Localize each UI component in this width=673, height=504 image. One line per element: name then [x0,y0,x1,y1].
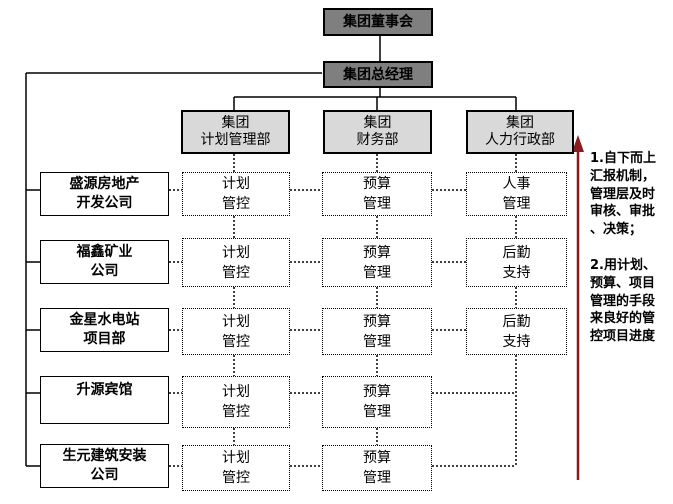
subsidiary-label-line1: 盛源房地产 [69,176,140,192]
cell-line1: 计划 [222,244,250,261]
board-box: 集团董事会 [323,8,433,36]
cell-line2: 管控 [222,333,250,350]
dept-label-line1: 集团 [506,115,534,131]
hr-cell: 后勤 支持 [466,238,567,287]
plan-cell: 计划 管控 [182,308,290,355]
cell-line1: 计划 [222,384,250,400]
cell-line2: 管理 [363,470,391,486]
cell-line1: 预算 [363,384,391,400]
dept-finance-box: 集团 财务部 [323,110,432,154]
dept-label-line2: 人力行政部 [485,132,555,148]
hr-cell: 后勤 支持 [466,308,567,355]
dept-label-line2: 计划管理部 [200,132,271,148]
cell-line2: 管理 [363,196,391,212]
cell-line1: 后勤 [502,313,531,330]
general-manager-label: 集团总经理 [343,66,413,83]
subsidiary-label-line1: 生元建筑安装 [62,448,147,464]
note2-line: 控项目进度 [590,329,656,345]
cell-line1: 预算 [363,450,391,466]
dept-label-line1: 集团 [363,115,392,131]
finance-cell: 预算 管理 [322,445,432,491]
cell-line2: 管控 [222,470,250,486]
plan-cell: 计划 管控 [182,172,290,216]
finance-cell: 预算 管理 [322,172,432,216]
cell-line1: 预算 [363,244,391,261]
subsidiary-label-line2: 公司 [90,263,119,279]
cell-line1: 预算 [363,176,391,192]
subsidiary-label-line2: 公司 [90,467,119,483]
cell-line2: 管理 [363,333,391,350]
subsidiary-label-line2: 项目部 [83,331,126,347]
subsidiary-label-line1: 金星水电站 [69,312,140,328]
finance-cell: 预算 管理 [322,376,432,428]
cell-line2: 管理 [363,404,391,420]
subsidiary-jinxing-hydropower: 金星水电站 项目部 [40,308,169,352]
note1-line: 审核、审批 [590,204,656,220]
cell-line1: 计划 [222,450,250,466]
finance-cell: 预算 管理 [322,238,432,287]
note-spacer [590,239,673,257]
note1-line: 1.自下而上 [590,151,656,166]
hr-cell: 人事 管理 [466,172,567,216]
subsidiary-shengyuan-real-estate: 盛源房地产 开发公司 [40,172,169,216]
subsidiary-label-line1: 福鑫矿业 [76,244,133,260]
cell-line2: 支持 [502,264,531,281]
upward-arrow-icon [572,135,584,480]
note1-line: 汇报机制， [590,168,656,184]
plan-cell: 计划 管控 [182,238,290,287]
subsidiary-fuxin-mining: 福鑫矿业 公司 [40,240,169,284]
subsidiary-label-line2: 开发公司 [76,195,133,211]
note1-line: 管理层及时 [590,186,656,202]
note2-line: 来良好的管 [590,311,656,327]
plan-cell: 计划 管控 [182,445,290,491]
cell-line2: 管理 [363,264,391,281]
note2-line: 管理的手段 [590,293,656,309]
cell-line1: 计划 [222,313,250,330]
dept-hr-admin-box: 集团 人力行政部 [466,110,574,154]
subsidiary-label-line1: 升源宾馆 [76,382,133,398]
subsidiary-shengyuan-construction: 生元建筑安装 公司 [40,444,169,488]
general-manager-box: 集团总经理 [323,61,433,88]
dept-label-line1: 集团 [221,115,250,131]
side-notes: 1.自下而上 汇报机制， 管理层及时 审核、审批 、决策； 2.用计划、 预算、… [590,150,673,346]
finance-cell: 预算 管理 [322,308,432,355]
cell-line2: 管控 [222,404,250,420]
cell-line1: 人事 [502,176,531,192]
cell-line1: 计划 [222,176,250,192]
cell-line2: 支持 [502,333,531,350]
note2-line: 2.用计划、 [590,257,656,273]
board-label: 集团董事会 [343,14,413,30]
plan-cell: 计划 管控 [182,376,290,428]
cell-line2: 管控 [222,196,250,212]
cell-line1: 后勤 [502,244,531,261]
cell-line2: 管理 [502,196,531,212]
cell-line1: 预算 [363,313,391,330]
cell-line2: 管控 [222,264,250,281]
note1-line: 、决策； [590,222,643,238]
dept-label-line2: 财务部 [356,132,399,148]
dept-planning-box: 集团 计划管理部 [181,110,290,154]
subsidiary-shengyuan-hotel: 升源宾馆 [40,376,169,424]
note2-line: 预算、项目 [590,275,656,291]
